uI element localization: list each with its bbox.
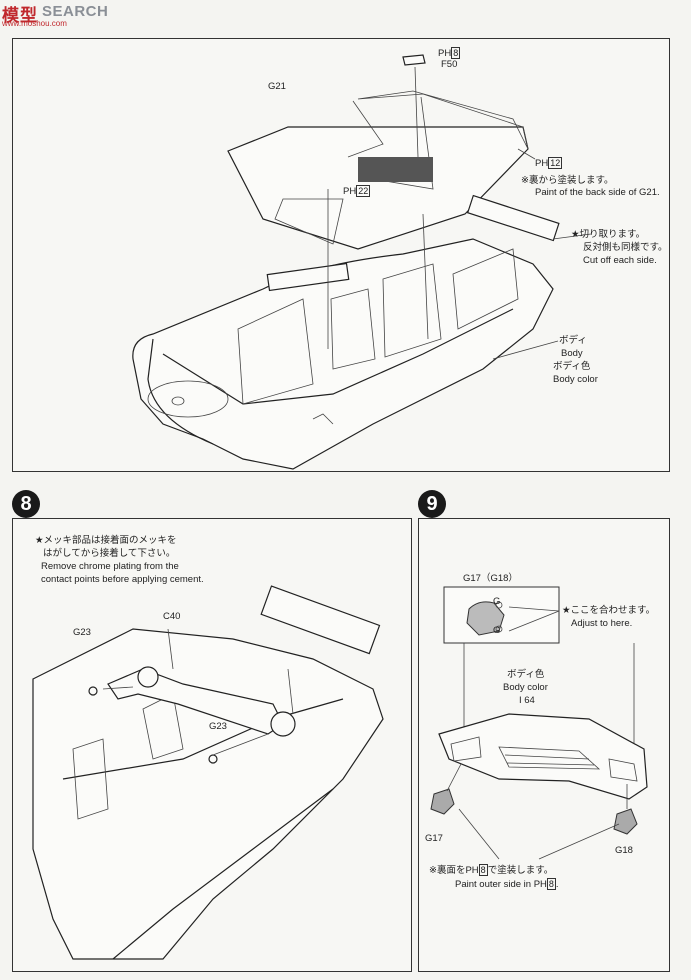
step8-note-jp1: ★メッキ部品は接着面のメッキを	[35, 535, 177, 546]
cut-note-en: Cut off each side.	[583, 255, 657, 266]
body-window-diagram	[13, 39, 669, 471]
body-color-en-9: Body color	[503, 682, 548, 693]
cut-note-jp2: 反対側も同様です。	[583, 242, 668, 253]
watermark-mark: 模型	[2, 6, 38, 25]
g21-black-panel	[358, 157, 433, 182]
inset-g-label-a: G	[493, 596, 501, 607]
cut-note-jp1: ★切り取ります。	[571, 229, 646, 240]
body-color-jp-9: ボディ色	[507, 669, 545, 680]
part-label-g21: G21	[268, 81, 286, 92]
part-label-c40: C40	[163, 611, 181, 622]
note-back-en: Paint of the back side of G21.	[535, 187, 660, 198]
f50-part	[403, 55, 425, 65]
step8-note-en2: contact points before applying cement.	[41, 574, 204, 585]
body-rear-section	[33, 629, 383, 959]
chrome-bumper-diagram	[13, 519, 411, 971]
part-label-g17: G17	[425, 833, 443, 844]
body-label-en: Body	[561, 348, 583, 359]
adjust-note-jp: ★ここを合わせます。	[562, 605, 656, 616]
part-label-f50: F50	[441, 59, 458, 70]
inset-label-g17-g18: G17（G18）	[463, 573, 518, 584]
part-label-g18: G18	[615, 845, 633, 856]
body-color-jp: ボディ色	[553, 361, 591, 372]
body-label-jp: ボディ	[559, 335, 587, 346]
step8-note-jp2: はがしてから接着して下さい。	[43, 548, 176, 559]
adjust-note-en: Adjust to here.	[571, 618, 633, 629]
watermark-logo: 模型 SEARCH www.moshou.com	[0, 0, 108, 30]
step-number-badge-8: 8	[12, 490, 40, 518]
g23-pin-b	[209, 755, 217, 763]
body-color-en: Body color	[553, 374, 598, 385]
part-label-g23-b: G23	[209, 721, 227, 732]
g17-detail-part	[467, 602, 504, 635]
inset-g-label-b: G	[493, 625, 501, 636]
rear-panel-tab	[261, 586, 379, 654]
part-label-g23-a: G23	[73, 627, 91, 638]
g18-part	[614, 809, 637, 834]
step-panel-9: G17（G18） G G ★ここを合わせます。 Adjust to here. …	[418, 518, 670, 972]
step8-note-en1: Remove chrome plating from the	[41, 561, 179, 572]
g17-part	[431, 789, 454, 814]
step-number-badge-9: 9	[418, 490, 446, 518]
front-bumper-diagram	[419, 519, 669, 971]
watermark-brand: SEARCH	[42, 3, 109, 20]
note-back-jp: ※裏から塗装します。	[521, 175, 614, 186]
g23-pin-a	[89, 687, 97, 695]
arrow-f50	[415, 67, 418, 157]
part-label-i64: I 64	[519, 695, 535, 706]
cut-off-tab	[468, 196, 559, 241]
watermark-url: www.moshou.com	[2, 19, 67, 28]
step-panel-8: ★メッキ部品は接着面のメッキを はがしてから接着して下さい。 Remove ch…	[12, 518, 412, 972]
g21-window-part	[228, 127, 528, 249]
